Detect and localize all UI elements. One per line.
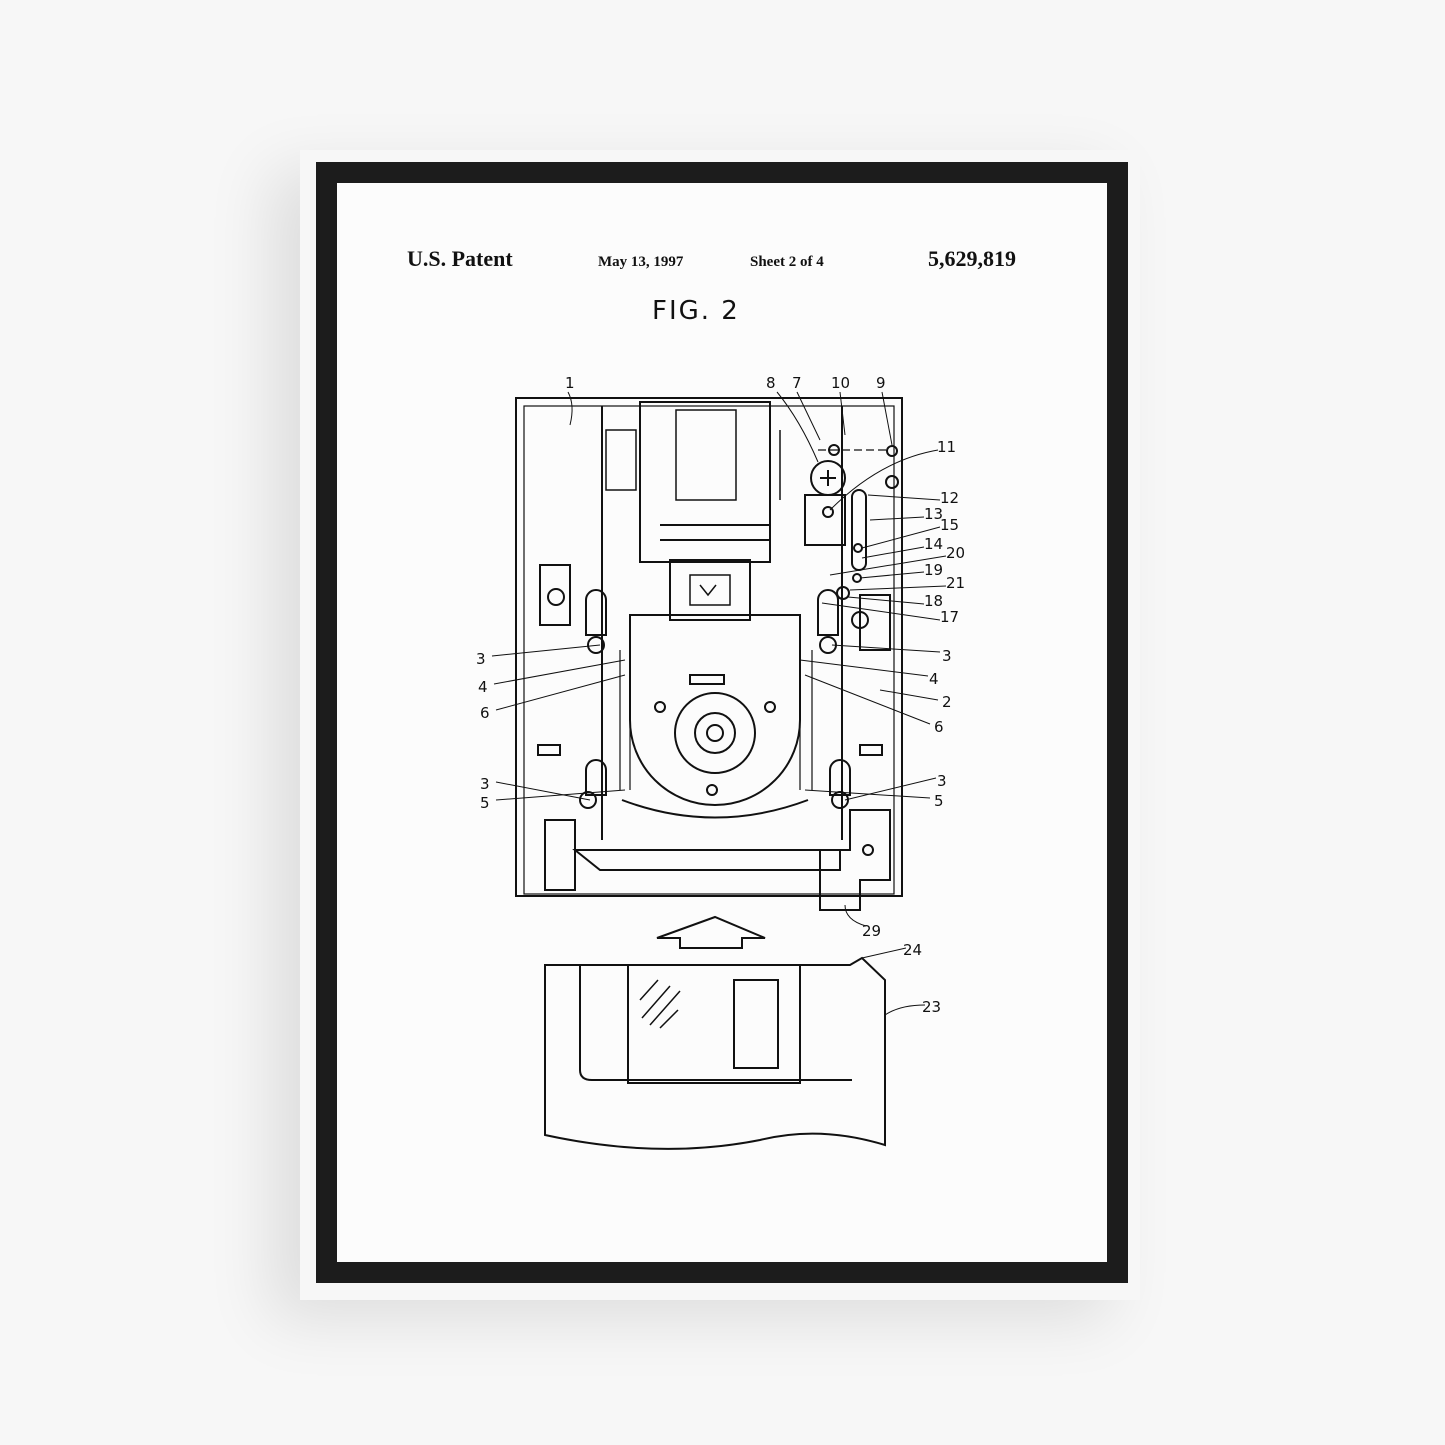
ref-label: 3 xyxy=(480,775,490,793)
ref-label: 3 xyxy=(937,772,947,790)
ref-label: 3 xyxy=(476,650,486,668)
ref-label: 15 xyxy=(940,516,959,534)
patent-label: U.S. Patent xyxy=(407,246,513,271)
ref-label: 7 xyxy=(792,374,802,392)
ref-label: 4 xyxy=(929,670,939,688)
ref-label: 8 xyxy=(766,374,776,392)
ref-label: 23 xyxy=(922,998,941,1016)
ref-label: 9 xyxy=(876,374,886,392)
ref-label: 29 xyxy=(862,922,881,940)
reference-labels: 1 8 7 10 9 11 12 13 15 14 20 19 21 18 17… xyxy=(476,374,965,1016)
ref-label: 21 xyxy=(946,574,965,592)
floppy-drive-mechanism xyxy=(515,397,903,1150)
ref-label: 19 xyxy=(924,561,943,579)
ref-label: 17 xyxy=(940,608,959,626)
ref-label: 3 xyxy=(942,647,952,665)
sheet-number: Sheet 2 of 4 xyxy=(750,254,824,270)
ref-label: 6 xyxy=(934,718,944,736)
ref-label: 10 xyxy=(831,374,850,392)
ref-label: 5 xyxy=(934,792,944,810)
leader-lines xyxy=(491,391,947,1016)
ref-label: 6 xyxy=(480,704,490,722)
ref-label: 11 xyxy=(937,438,956,456)
ref-label: 12 xyxy=(940,489,959,507)
patent-number: 5,629,819 xyxy=(928,246,1016,271)
ref-label: 18 xyxy=(924,592,943,610)
ref-label: 24 xyxy=(903,941,922,959)
ref-label: 4 xyxy=(478,678,488,696)
figure-title: FIG. 2 xyxy=(652,296,740,326)
ref-label: 5 xyxy=(480,794,490,812)
picture-frame xyxy=(316,162,1128,1283)
ref-label: 14 xyxy=(924,535,943,553)
ref-label: 13 xyxy=(924,505,943,523)
ref-label: 1 xyxy=(565,374,575,392)
ref-label: 20 xyxy=(946,544,965,562)
patent-date: May 13, 1997 xyxy=(598,254,684,270)
ref-label: 2 xyxy=(942,693,952,711)
